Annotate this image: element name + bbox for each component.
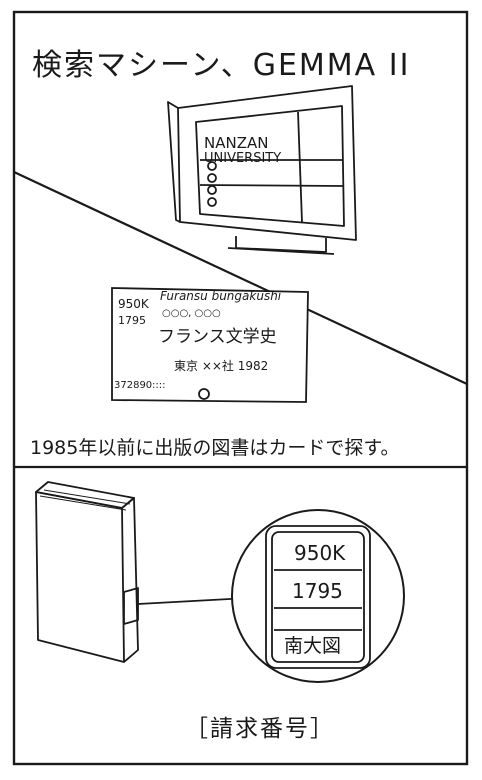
spine-label-closeup xyxy=(265,525,371,669)
monitor-line2: UNIVERSITY xyxy=(204,151,281,166)
card-record-number: 372890 xyxy=(114,380,152,391)
zoom-connector xyxy=(137,597,249,605)
card-japanese-title: フランス文学史 xyxy=(158,327,277,347)
book-icon xyxy=(35,481,139,663)
spine-label-top: 950K xyxy=(294,541,346,565)
card-hole xyxy=(198,388,210,400)
card-romanized-title: Furansu bungakushi xyxy=(160,289,282,303)
page-title: 検索マシーン、GEMMA II xyxy=(32,48,411,83)
card-call-number-bottom: 1795 xyxy=(118,314,146,327)
call-number-caption: ［請求番号］ xyxy=(185,716,335,742)
card-publisher-line: 東京 ××社 1982 xyxy=(174,358,268,373)
card-record-suffix: :::: xyxy=(152,380,165,391)
outer-frame xyxy=(12,10,469,766)
spine-label-bottom: 南大図 xyxy=(284,635,341,657)
magnifier-circle xyxy=(231,509,405,683)
catalog-card xyxy=(111,287,309,403)
monitor-line1: NANZAN xyxy=(204,134,268,152)
spine-label-middle: 1795 xyxy=(292,579,343,603)
computer-monitor-icon xyxy=(167,85,357,255)
diagonal-divider xyxy=(13,171,468,385)
card-search-caption: 1985年以前に出版の図書はカードで探す。 xyxy=(30,437,400,459)
card-call-number-top: 950K xyxy=(118,297,150,311)
card-author-placeholder: ○○○, ○○○ xyxy=(162,308,221,319)
